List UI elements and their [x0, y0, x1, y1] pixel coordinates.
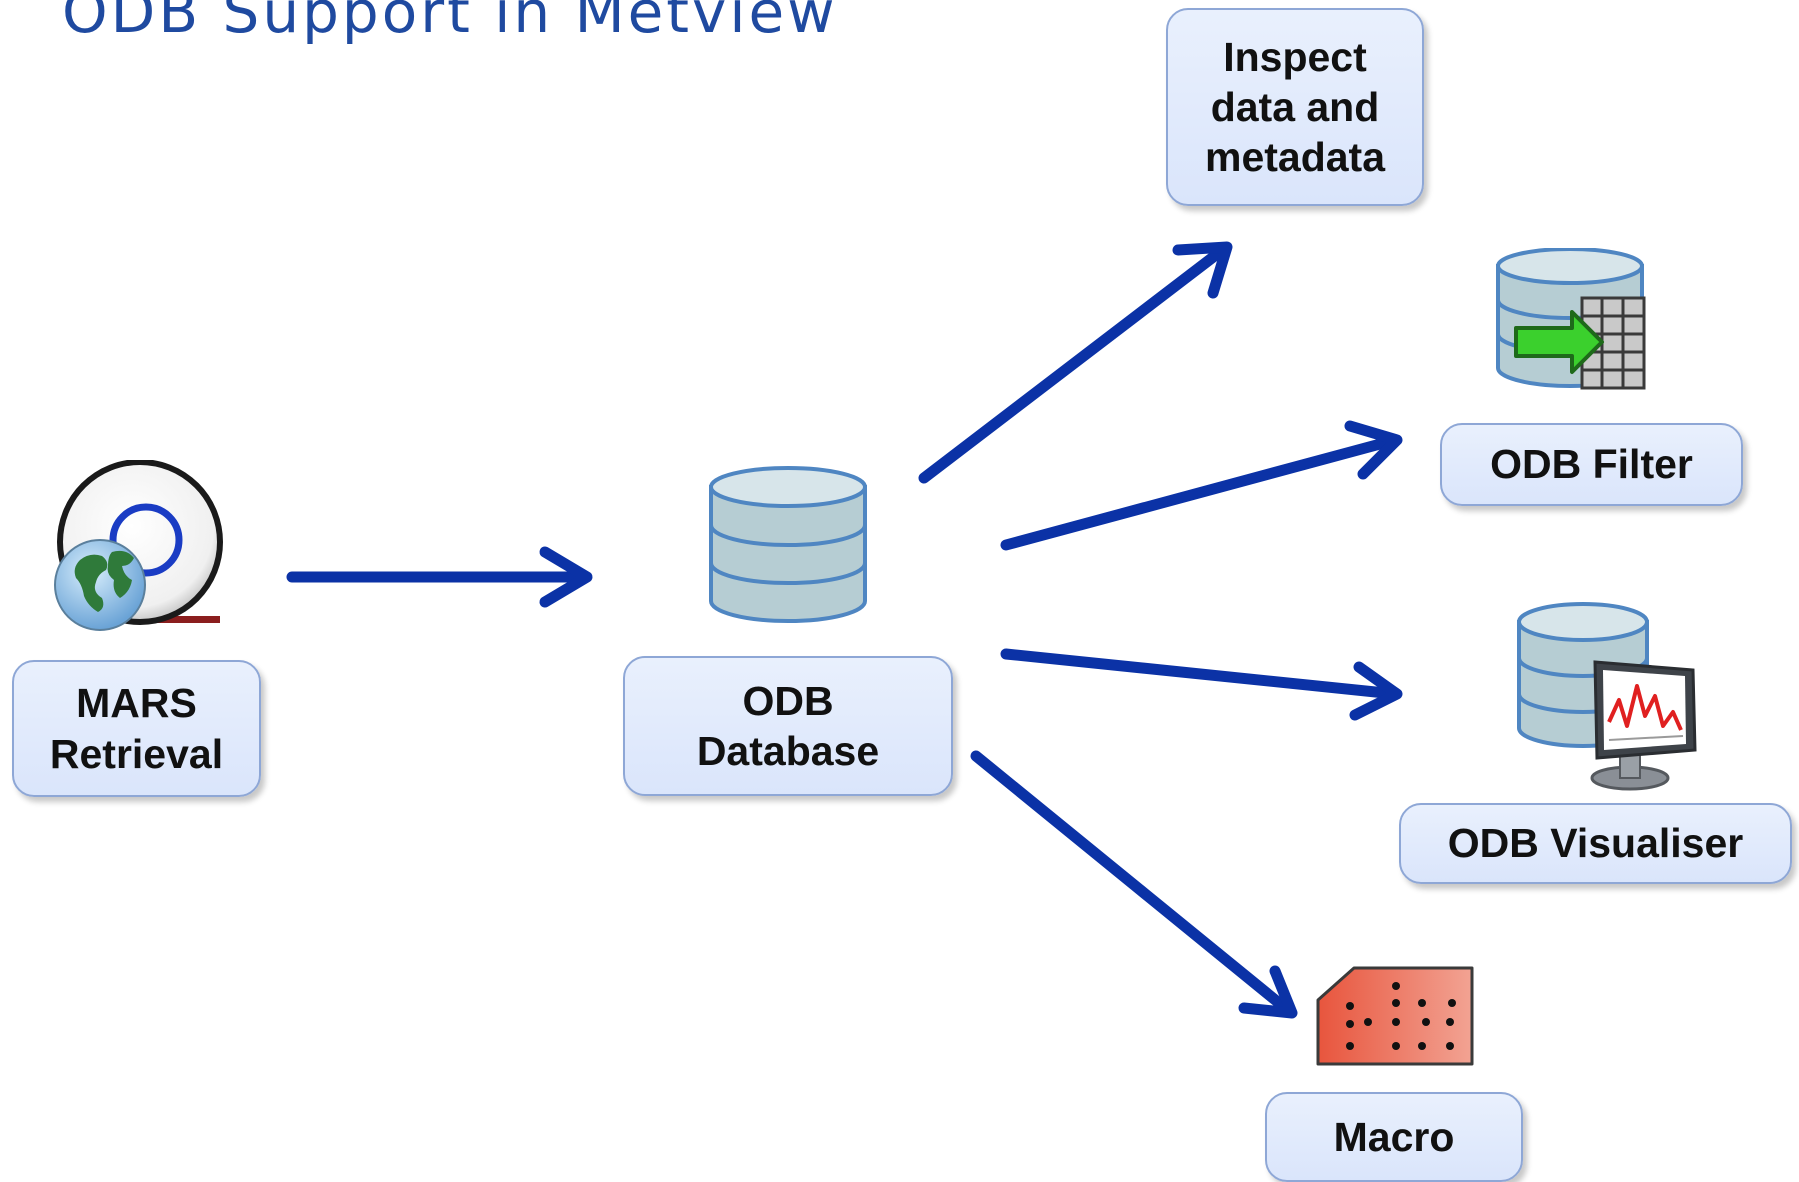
- inspect-box[interactable]: Inspect data and metadata: [1166, 8, 1424, 206]
- mars-retrieval-label-line1: MARS: [76, 680, 197, 727]
- mars-retrieval-label-line2: Retrieval: [49, 730, 224, 777]
- odb-filter-box[interactable]: ODB Filter: [1440, 423, 1743, 506]
- macro-label: Macro: [1333, 1113, 1455, 1160]
- mars-retrieval-icon: [54, 460, 223, 631]
- macro-box[interactable]: Macro: [1265, 1092, 1523, 1182]
- inspect-label-line3: metadata: [1204, 134, 1385, 180]
- odb-database-label-line2: Database: [696, 728, 880, 774]
- database-icon: [709, 466, 867, 623]
- odb-filter-label: ODB Filter: [1490, 441, 1693, 488]
- arrow-odb-to-inspect: [918, 241, 1233, 484]
- arrow-odb-to-filter: [1000, 420, 1403, 551]
- odb-filter-icon: [1496, 248, 1646, 390]
- arrow-mars-to-odb-database: [286, 546, 593, 608]
- odb-visualiser-icon: [1517, 602, 1697, 791]
- inspect-label-line2: data and: [1210, 83, 1380, 130]
- mars-retrieval-box[interactable]: MARS Retrieval: [12, 660, 261, 797]
- arrow-odb-to-visualiser: [1000, 648, 1403, 721]
- odb-visualiser-box[interactable]: ODB Visualiser: [1399, 803, 1792, 884]
- odb-database-label-line1: ODB: [742, 677, 834, 724]
- odb-database-box[interactable]: ODB Database: [623, 656, 953, 796]
- odb-visualiser-label: ODB Visualiser: [1447, 820, 1744, 867]
- inspect-label-line1: Inspect: [1223, 33, 1367, 80]
- arrow-odb-to-macro: [970, 750, 1298, 1019]
- page-title: ODB Support in Metview: [62, 0, 838, 46]
- macro-icon: [1316, 966, 1474, 1066]
